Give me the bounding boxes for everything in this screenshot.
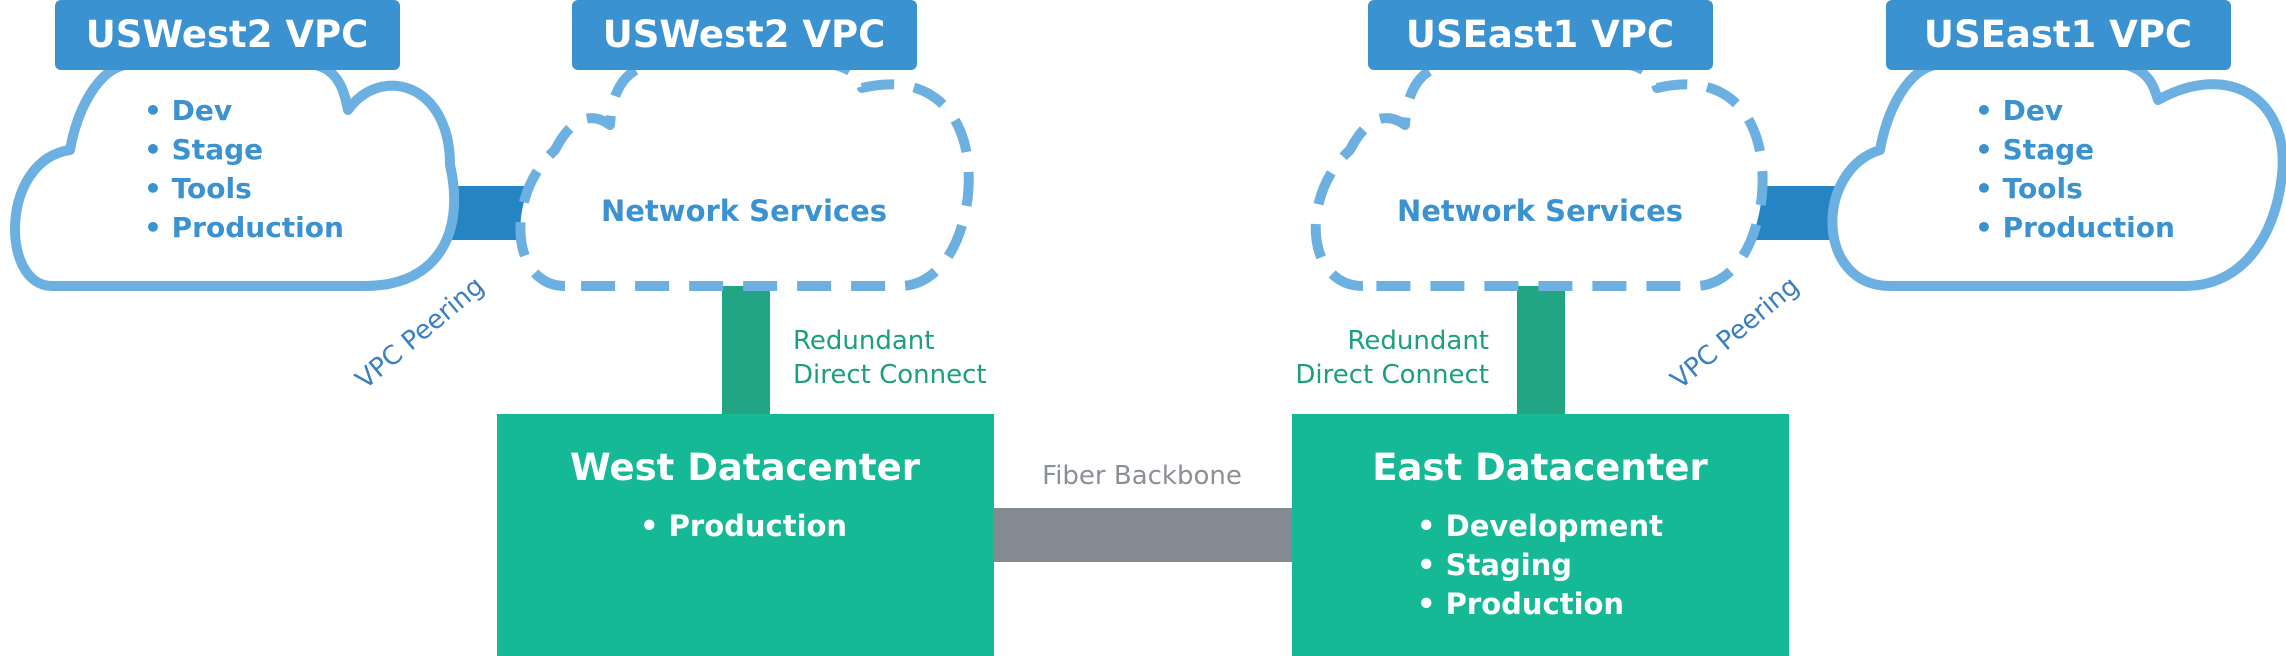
west-datacenter-title: West Datacenter: [570, 446, 921, 489]
east-network-cloud-outline: [1310, 60, 1768, 291]
east-datacenter-item-production: • Production: [1417, 587, 1624, 621]
west-vpc-title-box: [55, 0, 400, 70]
west-direct-connect-label-line2: Direct Connect: [793, 360, 987, 390]
west-vpc-cloud-outline: [10, 60, 460, 291]
east-vpc-cloud: USEast1 VPC • Dev • Stage • Tools • Prod…: [1827, 0, 2286, 291]
west-vpc-item-dev: • Dev: [144, 94, 232, 127]
west-vpc-title: USWest2 VPC: [86, 13, 369, 56]
east-vpc-title: USEast1 VPC: [1924, 13, 2192, 56]
west-network-cloud-outline: [515, 60, 974, 291]
east-network-title-box: [1368, 0, 1713, 70]
east-vpc-item-tools: • Tools: [1975, 172, 2083, 205]
fiber-backbone-label: Fiber Backbone: [1042, 461, 1242, 491]
east-network-title: USEast1 VPC: [1406, 13, 1674, 56]
east-network-cloud: USEast1 VPC Network Services: [1310, 0, 1768, 291]
west-network-services-label: Network Services: [601, 194, 887, 228]
east-vpc-item-dev: • Dev: [1975, 94, 2063, 127]
east-vpc-item-stage: • Stage: [1975, 133, 2094, 166]
east-vpc-cloud-outline: [1827, 60, 2286, 291]
east-direct-connect-bar: [1517, 285, 1565, 418]
west-vpc-item-production: • Production: [144, 211, 344, 244]
west-datacenter: West Datacenter • Production: [497, 414, 994, 656]
east-datacenter-box: [1292, 414, 1789, 656]
east-datacenter-item-staging: • Staging: [1417, 548, 1572, 582]
fiber-backbone-bar: [990, 508, 1295, 562]
east-vpc-item-production: • Production: [1975, 211, 2175, 244]
west-datacenter-item-production: • Production: [640, 509, 847, 543]
east-direct-connect-label-line1: Redundant: [1348, 326, 1489, 356]
east-datacenter-item-development: • Development: [1417, 509, 1663, 543]
east-vpc-title-box: [1886, 0, 2231, 70]
east-vpc-peering-label: VPC Peering: [1665, 271, 1805, 395]
east-datacenter: East Datacenter • Development • Staging …: [1292, 414, 1789, 656]
west-vpc-item-tools: • Tools: [144, 172, 252, 205]
west-vpc-cloud: USWest2 VPC • Dev • Stage • Tools • Prod…: [10, 0, 460, 291]
west-vpc-item-stage: • Stage: [144, 133, 263, 166]
west-direct-connect-bar: [722, 285, 770, 418]
west-network-title: USWest2 VPC: [603, 13, 886, 56]
east-network-services-label: Network Services: [1397, 194, 1683, 228]
west-direct-connect-label-line1: Redundant: [793, 326, 934, 356]
west-network-cloud: USWest2 VPC Network Services: [515, 0, 974, 291]
east-direct-connect-label-line2: Direct Connect: [1295, 360, 1489, 390]
east-datacenter-title: East Datacenter: [1372, 446, 1708, 489]
west-datacenter-box: [497, 414, 994, 656]
west-network-title-box: [572, 0, 917, 70]
